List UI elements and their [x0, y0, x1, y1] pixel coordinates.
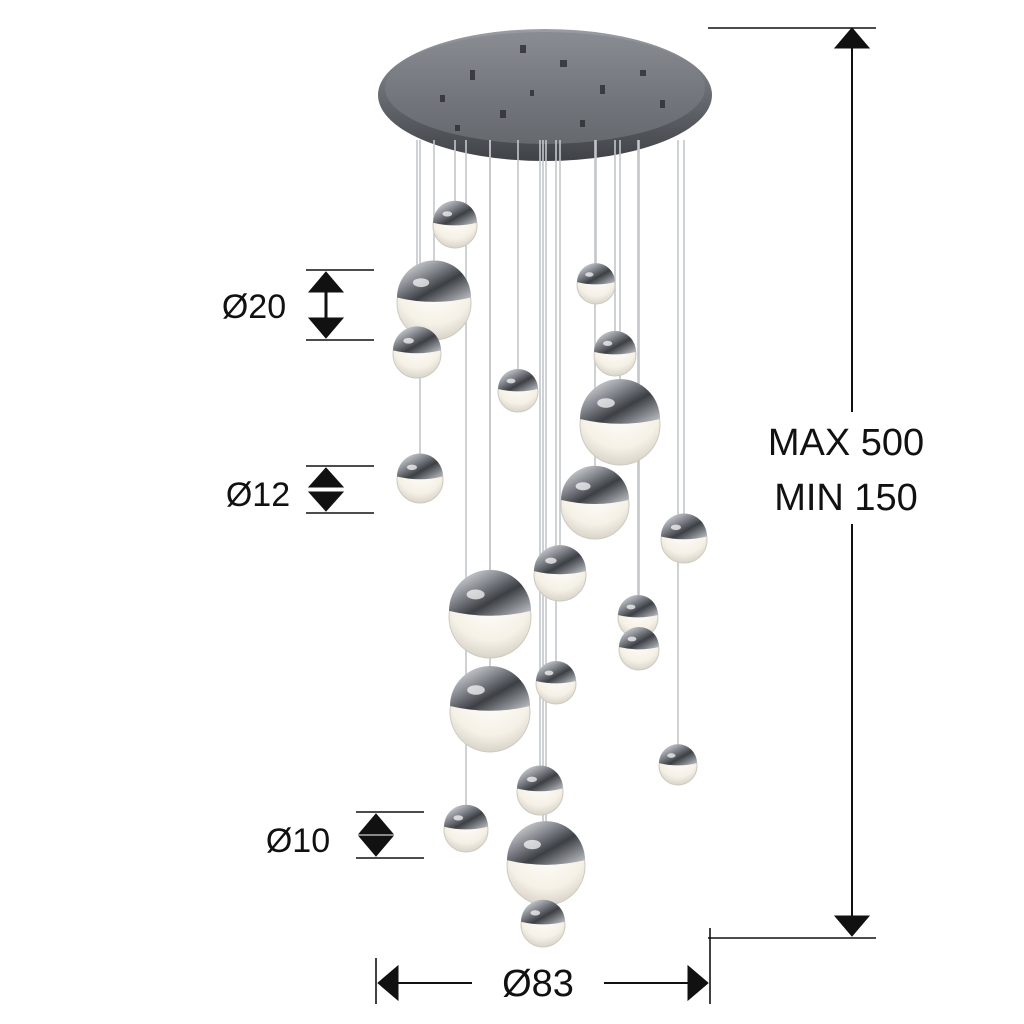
canopy-diameter-label: Ø83 [502, 963, 574, 1005]
light-globe [443, 804, 489, 853]
diameter-10-label: Ø10 [266, 822, 330, 860]
height-max-label: MAX 500 [768, 422, 924, 464]
light-globe [448, 569, 532, 659]
height-min-label: MIN 150 [774, 477, 918, 519]
light-globe [520, 899, 566, 948]
light-globe [535, 661, 577, 705]
diameter-10-dimension [356, 811, 424, 859]
diameter-20-label: Ø20 [222, 288, 286, 326]
height-arrow-bottom [833, 915, 871, 937]
light-globe [576, 263, 616, 305]
light-globe [617, 595, 659, 639]
height-arrow-top [833, 27, 871, 49]
light-globe [392, 326, 442, 379]
diameter-12-dimension [306, 465, 374, 514]
light-globe [533, 545, 587, 602]
diameter-12-label: Ø12 [226, 476, 290, 514]
light-globe [506, 821, 586, 906]
light-globe [396, 453, 444, 504]
light-globe [660, 513, 708, 564]
light-globe [449, 666, 531, 753]
light-globe [516, 765, 564, 816]
light-globe [658, 744, 698, 786]
diameter-20-dimension [306, 269, 374, 341]
light-globe [432, 200, 478, 249]
ceiling-canopy [378, 29, 712, 161]
light-globe [396, 260, 472, 341]
canopy-diameter-dimension [375, 928, 711, 1004]
light-globe [618, 627, 660, 671]
light-globe [579, 379, 661, 466]
light-globes [392, 200, 708, 948]
light-globe [593, 330, 637, 377]
light-globe [560, 465, 630, 540]
light-globe [497, 369, 539, 413]
